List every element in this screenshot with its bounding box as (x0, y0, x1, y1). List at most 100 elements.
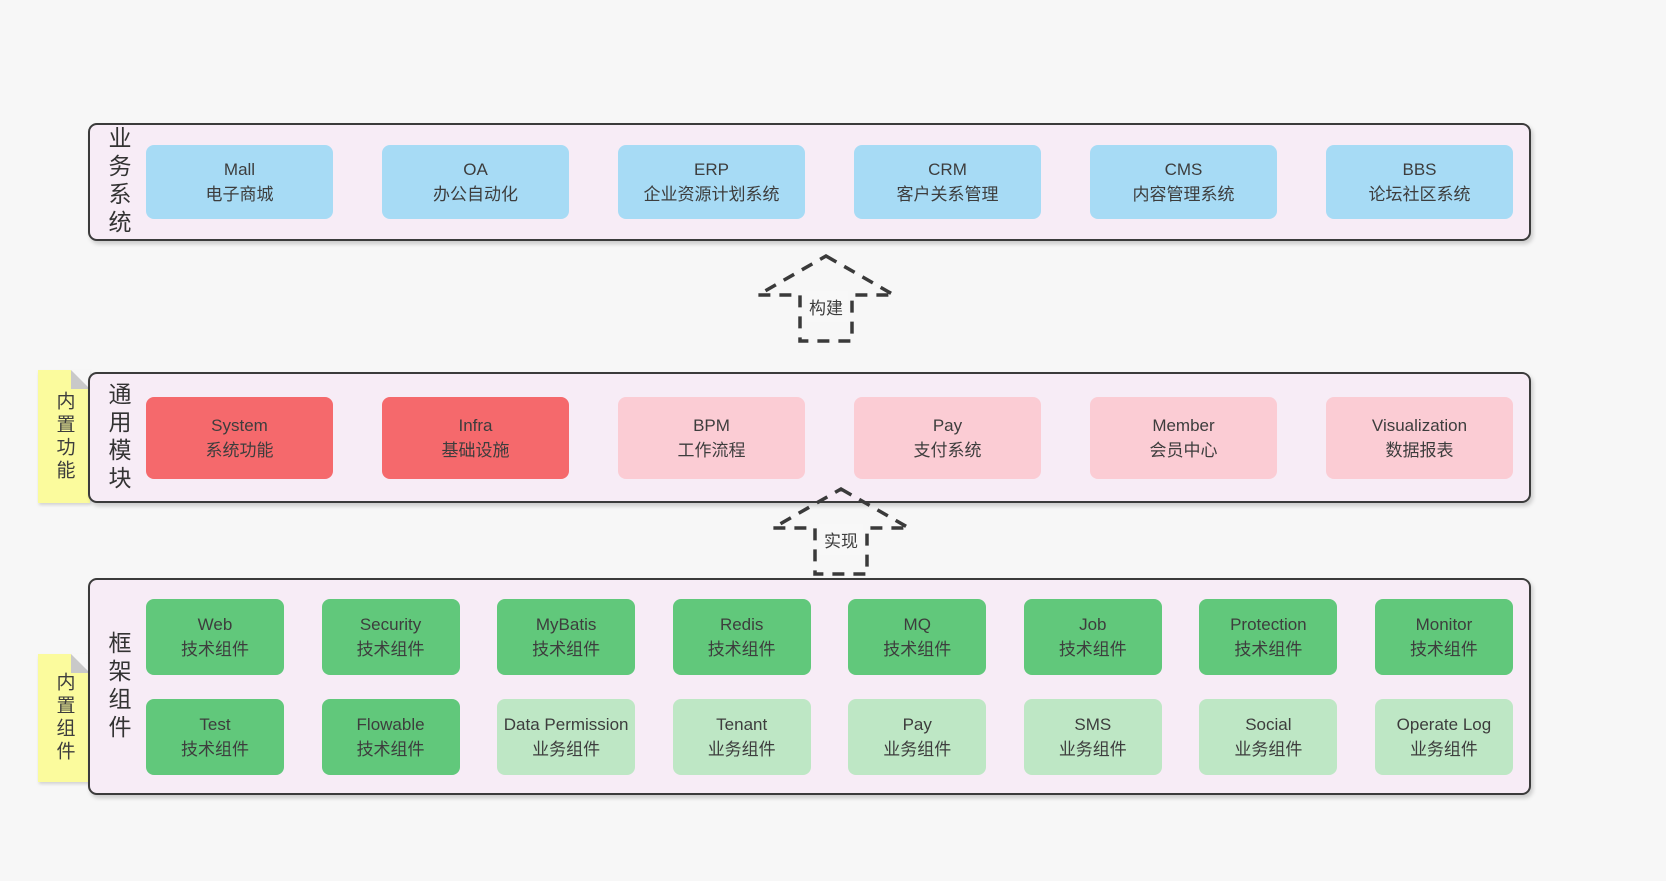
box-title: MQ (903, 614, 931, 634)
box-subtitle: 论坛社区系统 (1368, 185, 1471, 204)
box-subtitle: 会员中心 (1149, 440, 1218, 460)
box-redis: Redis 技术组件 (672, 598, 811, 675)
box-mybatis: MyBatis 技术组件 (497, 598, 636, 675)
sticky-note-built-in-features: 内置功能 (38, 370, 90, 503)
box-title: MyBatis (535, 614, 597, 634)
implement-arrow: 实现 (755, 483, 927, 579)
common-modules-boxes: System 系统功能 Infra 基础设施 BPM 工作流程 Pay 支付系统 Member 会… (146, 374, 1513, 501)
box-subtitle: 工作流程 (677, 440, 746, 460)
box-data-permission: Data Permission 业务组件 (497, 698, 636, 775)
box-mq: MQ 技术组件 (848, 598, 987, 675)
box-title: BBS (1402, 160, 1437, 179)
box-subtitle: 业务组件 (1058, 739, 1127, 759)
box-title: System (211, 415, 268, 435)
box-title: Operate Log (1396, 714, 1492, 734)
box-title: SMS (1074, 714, 1112, 734)
panel-common-modules: 通用模块 System 系统功能 Infra 基础设施 BPM 工作流程 Pay 支付系统 Me… (88, 372, 1531, 503)
sticky-note-text: 内置功能 (53, 390, 75, 483)
box-protection: Protection 技术组件 (1199, 598, 1338, 675)
sticky-note-built-in-components: 内置组件 (38, 654, 90, 782)
box-subtitle: 业务组件 (883, 739, 952, 759)
box-subtitle: 技术组件 (181, 739, 249, 759)
panel-label-business-systems: 业务系统 (105, 126, 131, 238)
box-bpm: BPM 工作流程 (618, 396, 805, 479)
box-title: Job (1079, 614, 1107, 634)
box-title: Test (199, 714, 231, 734)
box-subtitle: 业务组件 (1234, 739, 1303, 759)
box-title: Web (197, 614, 233, 634)
box-pay: Pay 业务组件 (848, 698, 987, 775)
box-flowable: Flowable 技术组件 (321, 698, 460, 775)
box-subtitle: 客户关系管理 (896, 185, 999, 204)
box-sms: SMS 业务组件 (1023, 698, 1162, 775)
box-subtitle: 技术组件 (1234, 639, 1303, 659)
box-subtitle: 技术组件 (356, 639, 425, 659)
box-test: Test 技术组件 (146, 698, 284, 775)
box-subtitle: 数据报表 (1385, 440, 1454, 460)
box-subtitle: 内容管理系统 (1132, 185, 1235, 204)
box-tenant: Tenant 业务组件 (672, 698, 811, 775)
box-title: Pay (932, 415, 963, 435)
box-job: Job 技术组件 (1023, 598, 1162, 675)
box-subtitle: 技术组件 (356, 739, 425, 759)
build-arrow-label: 构建 (804, 291, 848, 322)
box-pay: Pay 支付系统 (854, 396, 1041, 479)
box-title: Flowable (356, 714, 425, 734)
box-subtitle: 办公自动化 (433, 185, 518, 204)
box-title: CRM (928, 160, 967, 179)
box-oa: OA 办公自动化 (382, 145, 569, 219)
box-subtitle: 业务组件 (532, 739, 601, 759)
box-security: Security 技术组件 (321, 598, 460, 675)
box-system: System 系统功能 (146, 396, 333, 479)
box-member: Member 会员中心 (1090, 396, 1277, 479)
box-subtitle: 业务组件 (707, 739, 776, 759)
box-subtitle: 电子商城 (205, 185, 274, 204)
box-title: BPM (693, 415, 730, 435)
box-title: ERP (694, 160, 729, 179)
box-crm: CRM 客户关系管理 (854, 145, 1041, 219)
box-title: OA (463, 160, 488, 179)
box-visualization: Visualization 数据报表 (1326, 396, 1513, 479)
box-title: Data Permission (503, 714, 629, 734)
box-title: Security (359, 614, 422, 634)
box-subtitle: 企业资源计划系统 (643, 185, 780, 204)
box-title: Visualization (1371, 415, 1468, 435)
box-title: Pay (902, 714, 932, 734)
box-title: Monitor (1415, 614, 1473, 634)
panel-label-framework-components: 框架组件 (105, 630, 131, 743)
dashed-up-arrow-icon (766, 486, 916, 576)
box-title: Infra (458, 415, 493, 435)
box-infra: Infra 基础设施 (382, 396, 569, 479)
box-title: Protection (1230, 614, 1307, 634)
dashed-up-arrow-icon (751, 253, 901, 343)
implement-arrow-label: 实现 (819, 524, 863, 555)
panel-label-common-modules: 通用模块 (105, 381, 131, 494)
box-subtitle: 技术组件 (1058, 639, 1127, 659)
box-subtitle: 业务组件 (1409, 739, 1478, 759)
box-subtitle: 基础设施 (441, 440, 510, 460)
box-subtitle: 技术组件 (707, 639, 776, 659)
box-operate-log: Operate Log 业务组件 (1374, 698, 1513, 775)
box-subtitle: 技术组件 (883, 639, 952, 659)
build-arrow: 构建 (740, 250, 912, 346)
box-title: CMS (1164, 160, 1203, 179)
box-title: Redis (719, 614, 764, 634)
box-bbs: BBS 论坛社区系统 (1326, 145, 1513, 219)
common-modules-row: System 系统功能 Infra 基础设施 BPM 工作流程 Pay 支付系统 Member 会… (146, 396, 1513, 479)
box-subtitle: 系统功能 (205, 440, 274, 460)
box-title: Member (1152, 415, 1215, 435)
box-subtitle: 支付系统 (913, 440, 982, 460)
box-title: Tenant (716, 714, 768, 734)
box-subtitle: 技术组件 (532, 639, 601, 659)
